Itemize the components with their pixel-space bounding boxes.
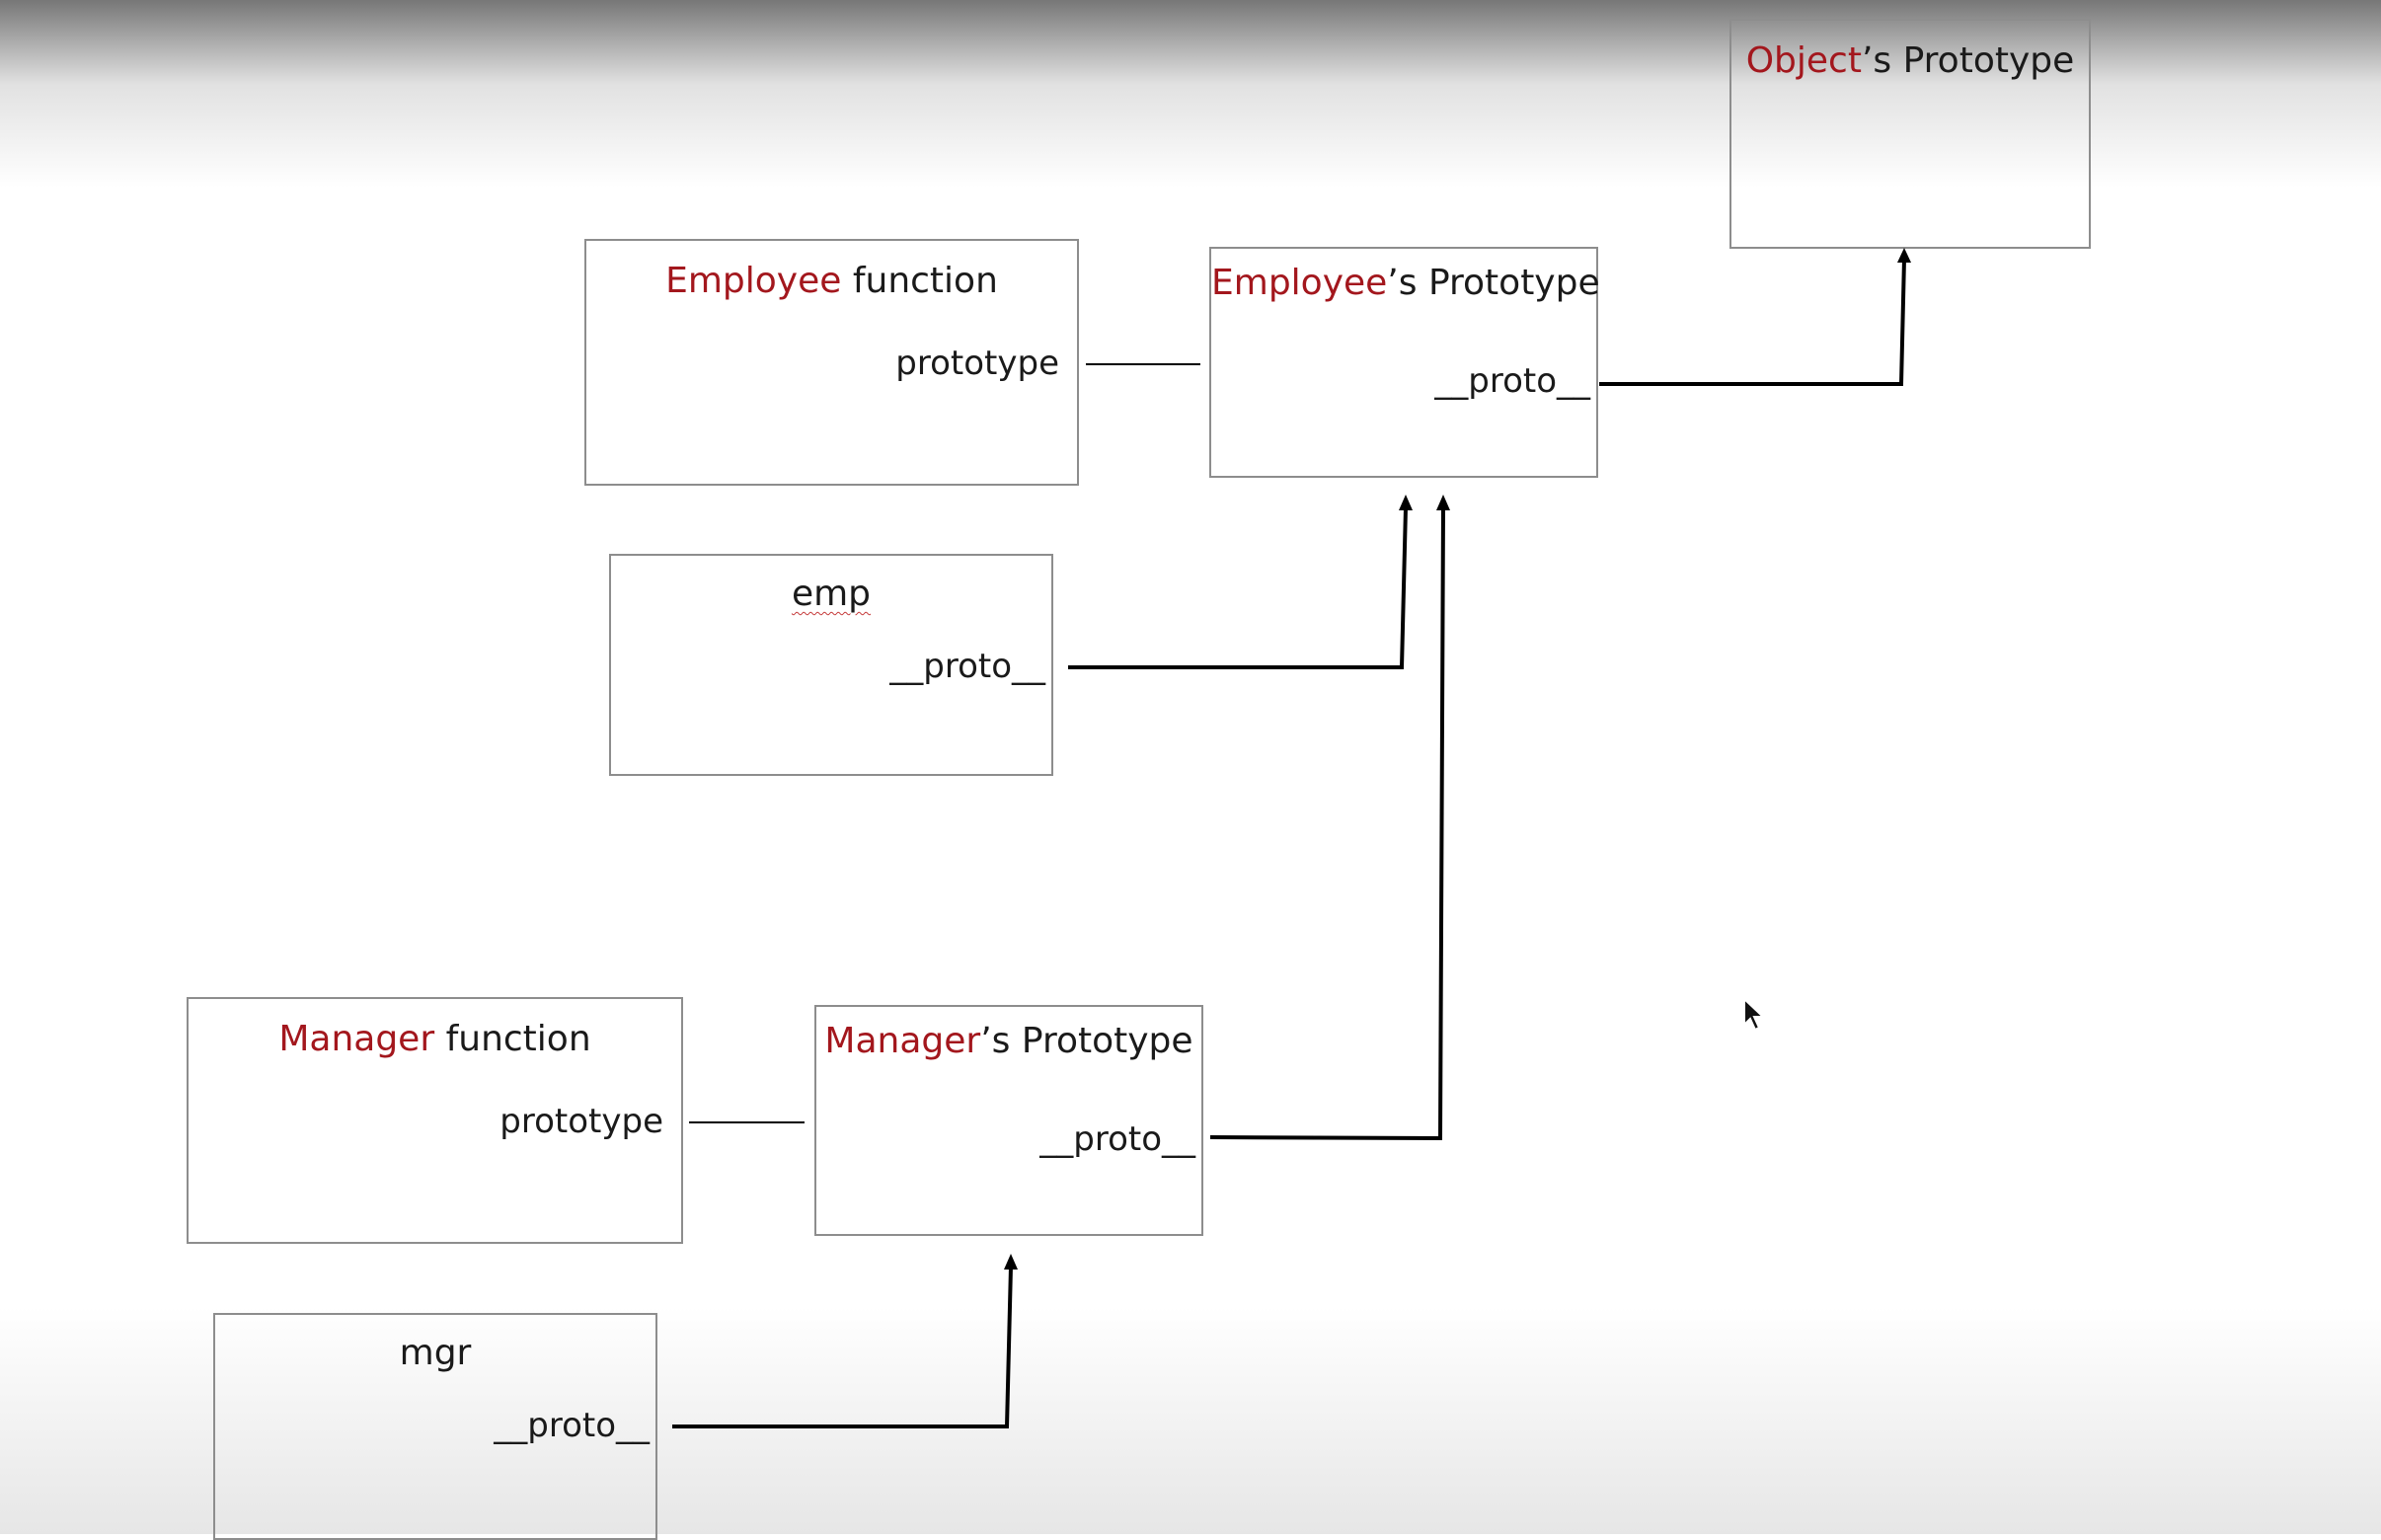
manager-proto-to-employee-arrow — [1209, 506, 1445, 1141]
manager-function-title: Manager function — [278, 1019, 591, 1059]
arrowhead — [1897, 248, 1911, 263]
object-name: Object — [1745, 40, 1862, 81]
manager-prototype-box: Manager’s Prototype __proto__ — [814, 1005, 1203, 1236]
arrowhead — [1399, 495, 1413, 510]
object-prototype-title: Object’s Prototype — [1745, 40, 2075, 81]
object-prototype-box: Object’s Prototype — [1729, 19, 2091, 249]
emp-proto-arrow — [1068, 506, 1408, 669]
employee-proto-to-object-arrow — [1599, 258, 1906, 386]
employee-prototype-proto-property: __proto__ — [1434, 361, 1590, 401]
mgr-box: mgr __proto__ — [213, 1313, 657, 1540]
arrowhead — [1004, 1254, 1018, 1270]
manager-prototype-property: prototype — [499, 1102, 663, 1141]
manager-name: Manager — [824, 1021, 981, 1061]
employee-name: Employee — [665, 261, 842, 301]
employee-prototype-box: Employee’s Prototype __proto__ — [1209, 247, 1600, 478]
video-bottom-shade — [0, 1307, 2381, 1534]
employee-name: Employee — [1211, 263, 1388, 303]
employee-prototype-title: Employee’s Prototype — [1211, 263, 1600, 303]
employee-function-box: Employee function prototype — [584, 239, 1079, 486]
emp-box: emp __proto__ — [609, 554, 1053, 776]
emp-title: emp — [791, 574, 872, 614]
arrowhead — [1436, 495, 1450, 510]
manager-name: Manager — [278, 1019, 435, 1059]
employee-prototype-property: prototype — [895, 344, 1059, 383]
manager-prototype-title: Manager’s Prototype — [824, 1021, 1193, 1061]
mgr-proto-property: __proto__ — [494, 1406, 650, 1445]
video-top-shade — [0, 0, 2381, 188]
employee-function-title: Employee function — [665, 261, 998, 301]
manager-prototype-proto-property: __proto__ — [1039, 1119, 1195, 1159]
mgr-proto-arrow — [672, 1266, 1013, 1428]
mgr-title: mgr — [399, 1333, 472, 1373]
manager-function-box: Manager function prototype — [187, 997, 683, 1244]
emp-proto-property: __proto__ — [889, 647, 1045, 686]
mouse-cursor-icon — [1743, 997, 1766, 1032]
